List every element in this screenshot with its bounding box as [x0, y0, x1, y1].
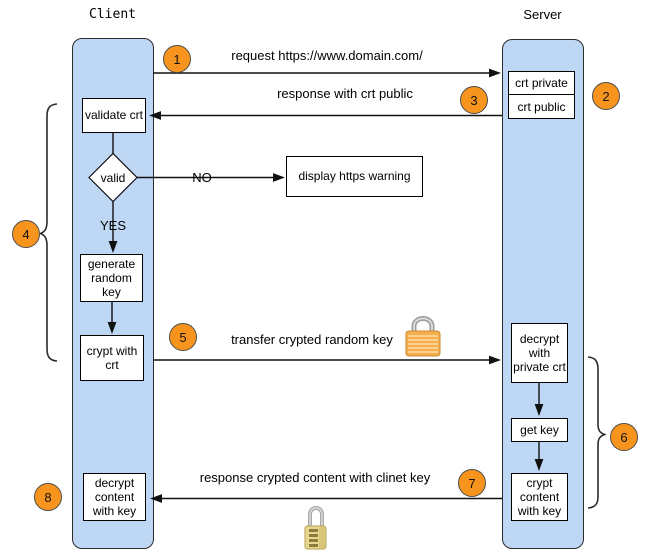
- arrowhead-response-public: [149, 111, 161, 120]
- step-badge-8: 8: [34, 483, 62, 511]
- server-lane-title: Server: [523, 7, 562, 22]
- message-transfer-crypted-key: transfer crypted random key: [231, 332, 393, 347]
- arrowhead-request: [489, 68, 501, 78]
- arrowhead-no-branch: [273, 173, 285, 182]
- decision-label-valid: valid: [100, 171, 126, 185]
- step-badge-4: 4: [12, 220, 40, 248]
- client-lane-title: Client: [89, 7, 136, 22]
- step-badge-1: 1: [163, 45, 191, 73]
- node-crypt-content-with-key: crypt content with key: [511, 473, 568, 521]
- step-badge-3: 3: [460, 86, 488, 114]
- arrowhead-transfer-key: [489, 355, 501, 365]
- node-crypt-with-crt: crypt with crt: [80, 335, 144, 381]
- branch-label-no: NO: [192, 170, 212, 185]
- node-certificate-pair: crt private crt public: [508, 71, 575, 119]
- branch-label-yes: YES: [99, 218, 126, 233]
- arrowhead-decrypt-getkey: [534, 404, 544, 416]
- arrowhead-response-content: [150, 494, 162, 503]
- step-badge-7: 7: [458, 469, 486, 497]
- node-decrypt-with-private-crt: decrypt with private crt: [511, 323, 568, 383]
- server-steps-brace: [587, 356, 607, 509]
- node-decrypt-content-with-key: decrypt content with key: [83, 473, 146, 521]
- server-lifeline: [502, 39, 584, 549]
- arrowhead-yes-branch: [108, 241, 118, 253]
- step-badge-5: 5: [169, 323, 197, 351]
- step-badge-2: 2: [592, 82, 620, 110]
- node-generate-random-key: generate random key: [80, 254, 143, 302]
- message-response-crt-public: response with crt public: [277, 86, 413, 101]
- message-request-url: request https://www.domain.com/: [231, 48, 423, 63]
- step-badge-6: 6: [610, 423, 638, 451]
- node-display-https-warning: display https warning: [286, 156, 423, 197]
- message-response-crypted-content: response crypted content with clinet key: [199, 470, 431, 485]
- node-crt-public: crt public: [517, 99, 566, 114]
- node-crt-private: crt private: [509, 72, 574, 95]
- arrowhead-getkey-crypt: [534, 459, 544, 471]
- lock-combination-icon: [304, 506, 327, 550]
- node-validate-crt: validate crt: [82, 98, 146, 133]
- node-get-key: get key: [511, 418, 568, 442]
- client-steps-brace: [38, 103, 58, 362]
- lock-closed-icon: [405, 316, 441, 357]
- arrowhead-generate-crypt: [107, 322, 117, 334]
